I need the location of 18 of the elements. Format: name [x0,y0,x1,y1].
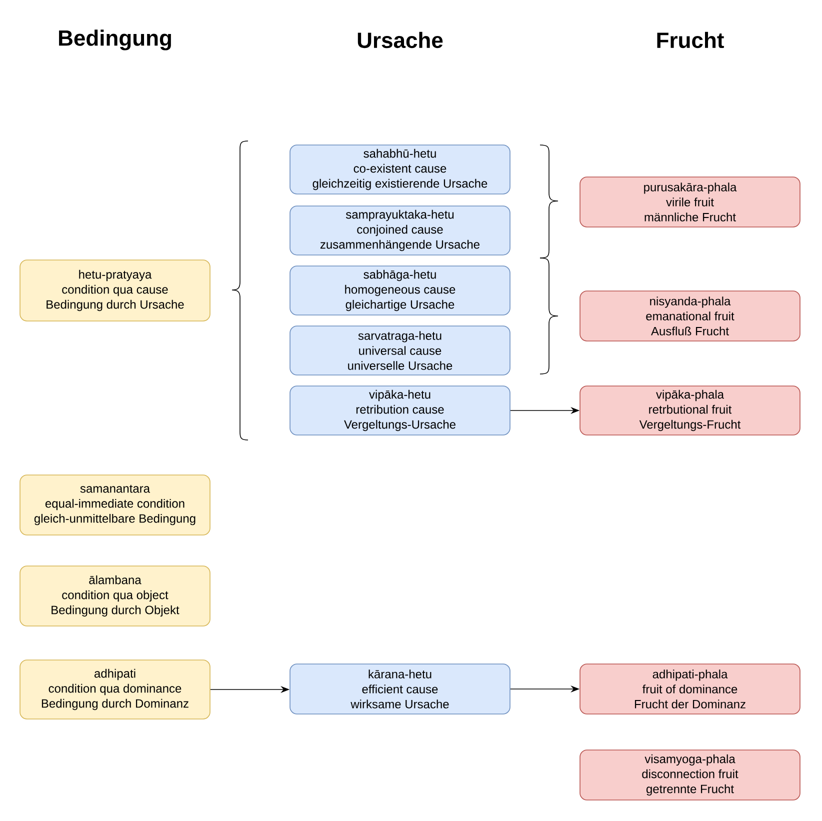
term-box: ālambana condition qua object Bedingung durch Objekt [20,566,210,626]
term-box: samanantara equal-immediate condition gleich-unmittelbare Bedingung [20,474,210,536]
term-box: adhipati-phala fruit of dominance Frucht der Dominanz [580,664,800,714]
term-box: nisyanda-phala emanational fruit Ausfluß Frucht [580,290,800,342]
term-box: samprayuktaka-hetu conjoined cause zusammenhängende Ursache [290,206,510,256]
term-box: adhipati condition qua dominance Bedingung durch Dominanz [20,660,210,720]
term-box: purusakāra-phala virile fruit männliche Frucht [580,176,800,228]
term-box: sahabhū-hetu co-existent cause gleichzeitig existierende Ursache [290,144,510,194]
column-heading: Bedingung [59,30,171,50]
column-heading: Frucht [657,32,724,48]
term-box: visamyoga-phala disconnection fruit getrennte Frucht [580,750,800,800]
term-box: vipāka-hetu retribution cause Vergeltungs-Ursache [290,386,510,436]
term-box: sabhāga-hetu homogeneous cause gleichartige Ursache [290,266,510,316]
term-box: vipāka-phala retrbutional fruit Vergeltungs-Frucht [580,386,800,436]
term-box: hetu-pratyaya condition qua cause Bedingung durch Ursache [20,260,210,322]
column-heading: Ursache [358,32,443,48]
term-box: kārana-hetu efficient cause wirksame Ursache [290,664,510,714]
term-box: sarvatraga-hetu universal cause universelle Ursache [290,326,510,376]
